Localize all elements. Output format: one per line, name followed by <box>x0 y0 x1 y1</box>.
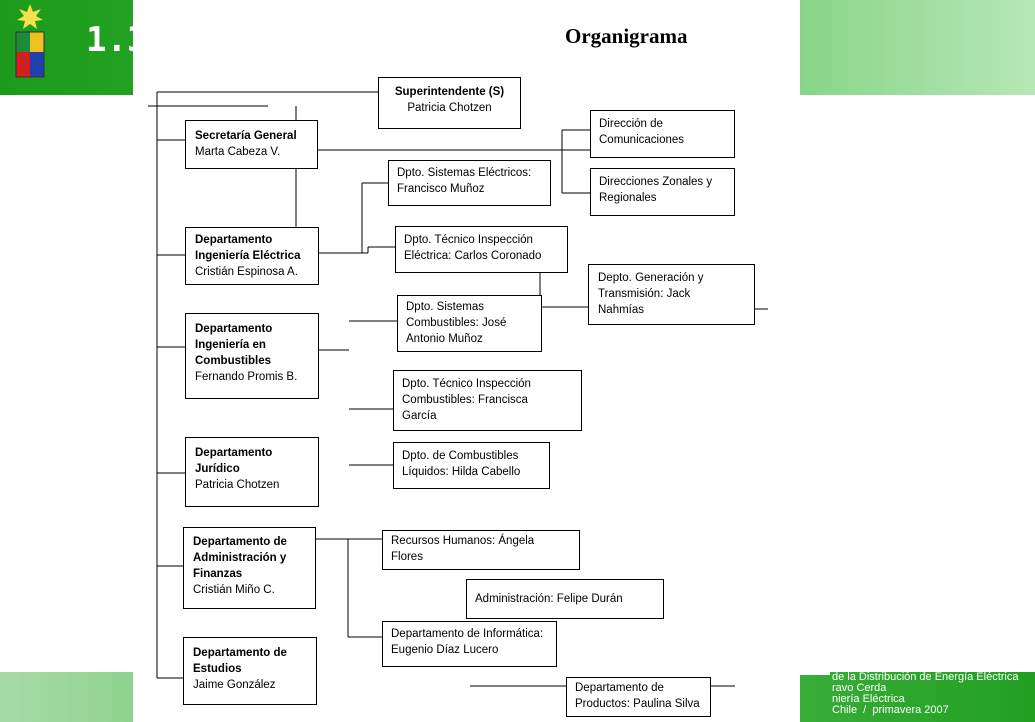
node-sistemas-electricos: Dpto. Sistemas Eléctricos: Francisco Muñ… <box>388 160 551 206</box>
node-administracion: Administración: Felipe Durán <box>466 579 664 619</box>
node-title: Departamento Jurídico <box>195 447 273 475</box>
node-juridico: Departamento Jurídico Patricia Chotzen <box>185 437 319 507</box>
node-person: Jaime González <box>193 679 276 691</box>
node-text: Dpto. de Combustibles Líquidos: Hilda Ca… <box>402 450 521 478</box>
node-combustibles-liquidos: Dpto. de Combustibles Líquidos: Hilda Ca… <box>393 442 550 489</box>
node-text: Dpto. Sistemas Eléctricos: Francisco Muñ… <box>397 167 532 195</box>
node-person: Marta Cabeza V. <box>195 146 281 158</box>
node-ingenieria-combustibles: Departamento Ingeniería en Combustibles … <box>185 313 319 399</box>
node-text: Dirección de Comunicaciones <box>599 118 685 146</box>
node-recursos-humanos: Recursos Humanos: Ángela Flores <box>382 530 580 570</box>
node-text: Dpto. Técnico Inspección Combustibles: F… <box>402 378 531 422</box>
node-text: Departamento de Informática: Eugenio Día… <box>391 628 544 656</box>
node-person: Patricia Chotzen <box>195 479 280 491</box>
node-title: Departamento Ingeniería Eléctrica <box>195 234 301 262</box>
university-logo <box>10 2 50 82</box>
node-informatica: Departamento de Informática: Eugenio Día… <box>382 621 557 667</box>
node-estudios: Departamento de Estudios Jaime González <box>183 637 317 705</box>
chart-title: Organigrama <box>565 24 688 48</box>
node-title: Departamento de Administración y Finanza… <box>193 536 287 580</box>
node-tecnico-combustibles: Dpto. Técnico Inspección Combustibles: F… <box>393 370 582 431</box>
node-text: Departamento de Productos: Paulina Silva <box>575 682 700 710</box>
node-person: Cristián Espinosa A. <box>195 266 298 278</box>
node-text: Dpto. Técnico Inspección Eléctrica: Carl… <box>404 234 542 262</box>
node-person: Patricia Chotzen <box>407 102 492 114</box>
node-secretaria-general: Secretaría General Marta Cabeza V. <box>185 120 318 169</box>
node-ingenieria-electrica: Departamento Ingeniería Eléctrica Cristi… <box>185 227 319 285</box>
node-text: Recursos Humanos: Ángela Flores <box>391 535 535 563</box>
node-administracion-finanzas: Departamento de Administración y Finanza… <box>183 527 316 609</box>
diagram-canvas-extension <box>800 515 830 675</box>
node-title: Superintendente (S) <box>394 86 505 98</box>
node-text: Direcciones Zonales y Regionales <box>599 176 713 204</box>
node-text: Depto. Generación y Transmisión: Jack Na… <box>598 272 704 316</box>
node-title: Departamento Ingeniería en Combustibles <box>195 323 273 367</box>
node-title: Departamento de Estudios <box>193 647 287 675</box>
node-text: Administración: Felipe Durán <box>475 593 623 605</box>
node-direcciones-zonales: Direcciones Zonales y Regionales <box>590 168 735 216</box>
node-generacion-transmision: Depto. Generación y Transmisión: Jack Na… <box>588 264 755 325</box>
node-text: Dpto. Sistemas Combustibles: José Antoni… <box>406 301 507 345</box>
node-productos: Departamento de Productos: Paulina Silva <box>566 677 711 717</box>
node-title: Secretaría General <box>195 130 297 142</box>
node-person: Fernando Promis B. <box>195 371 298 383</box>
node-direccion-comunicaciones: Dirección de Comunicaciones <box>590 110 735 158</box>
node-tecnico-electrica: Dpto. Técnico Inspección Eléctrica: Carl… <box>395 226 568 273</box>
node-sistemas-combustibles: Dpto. Sistemas Combustibles: José Antoni… <box>397 295 542 352</box>
node-superintendente: Superintendente (S) Patricia Chotzen <box>378 77 521 129</box>
node-person: Cristián Miño C. <box>193 584 275 596</box>
footer-course-info: de la Distribución de Energía Eléctrica … <box>832 671 1019 716</box>
